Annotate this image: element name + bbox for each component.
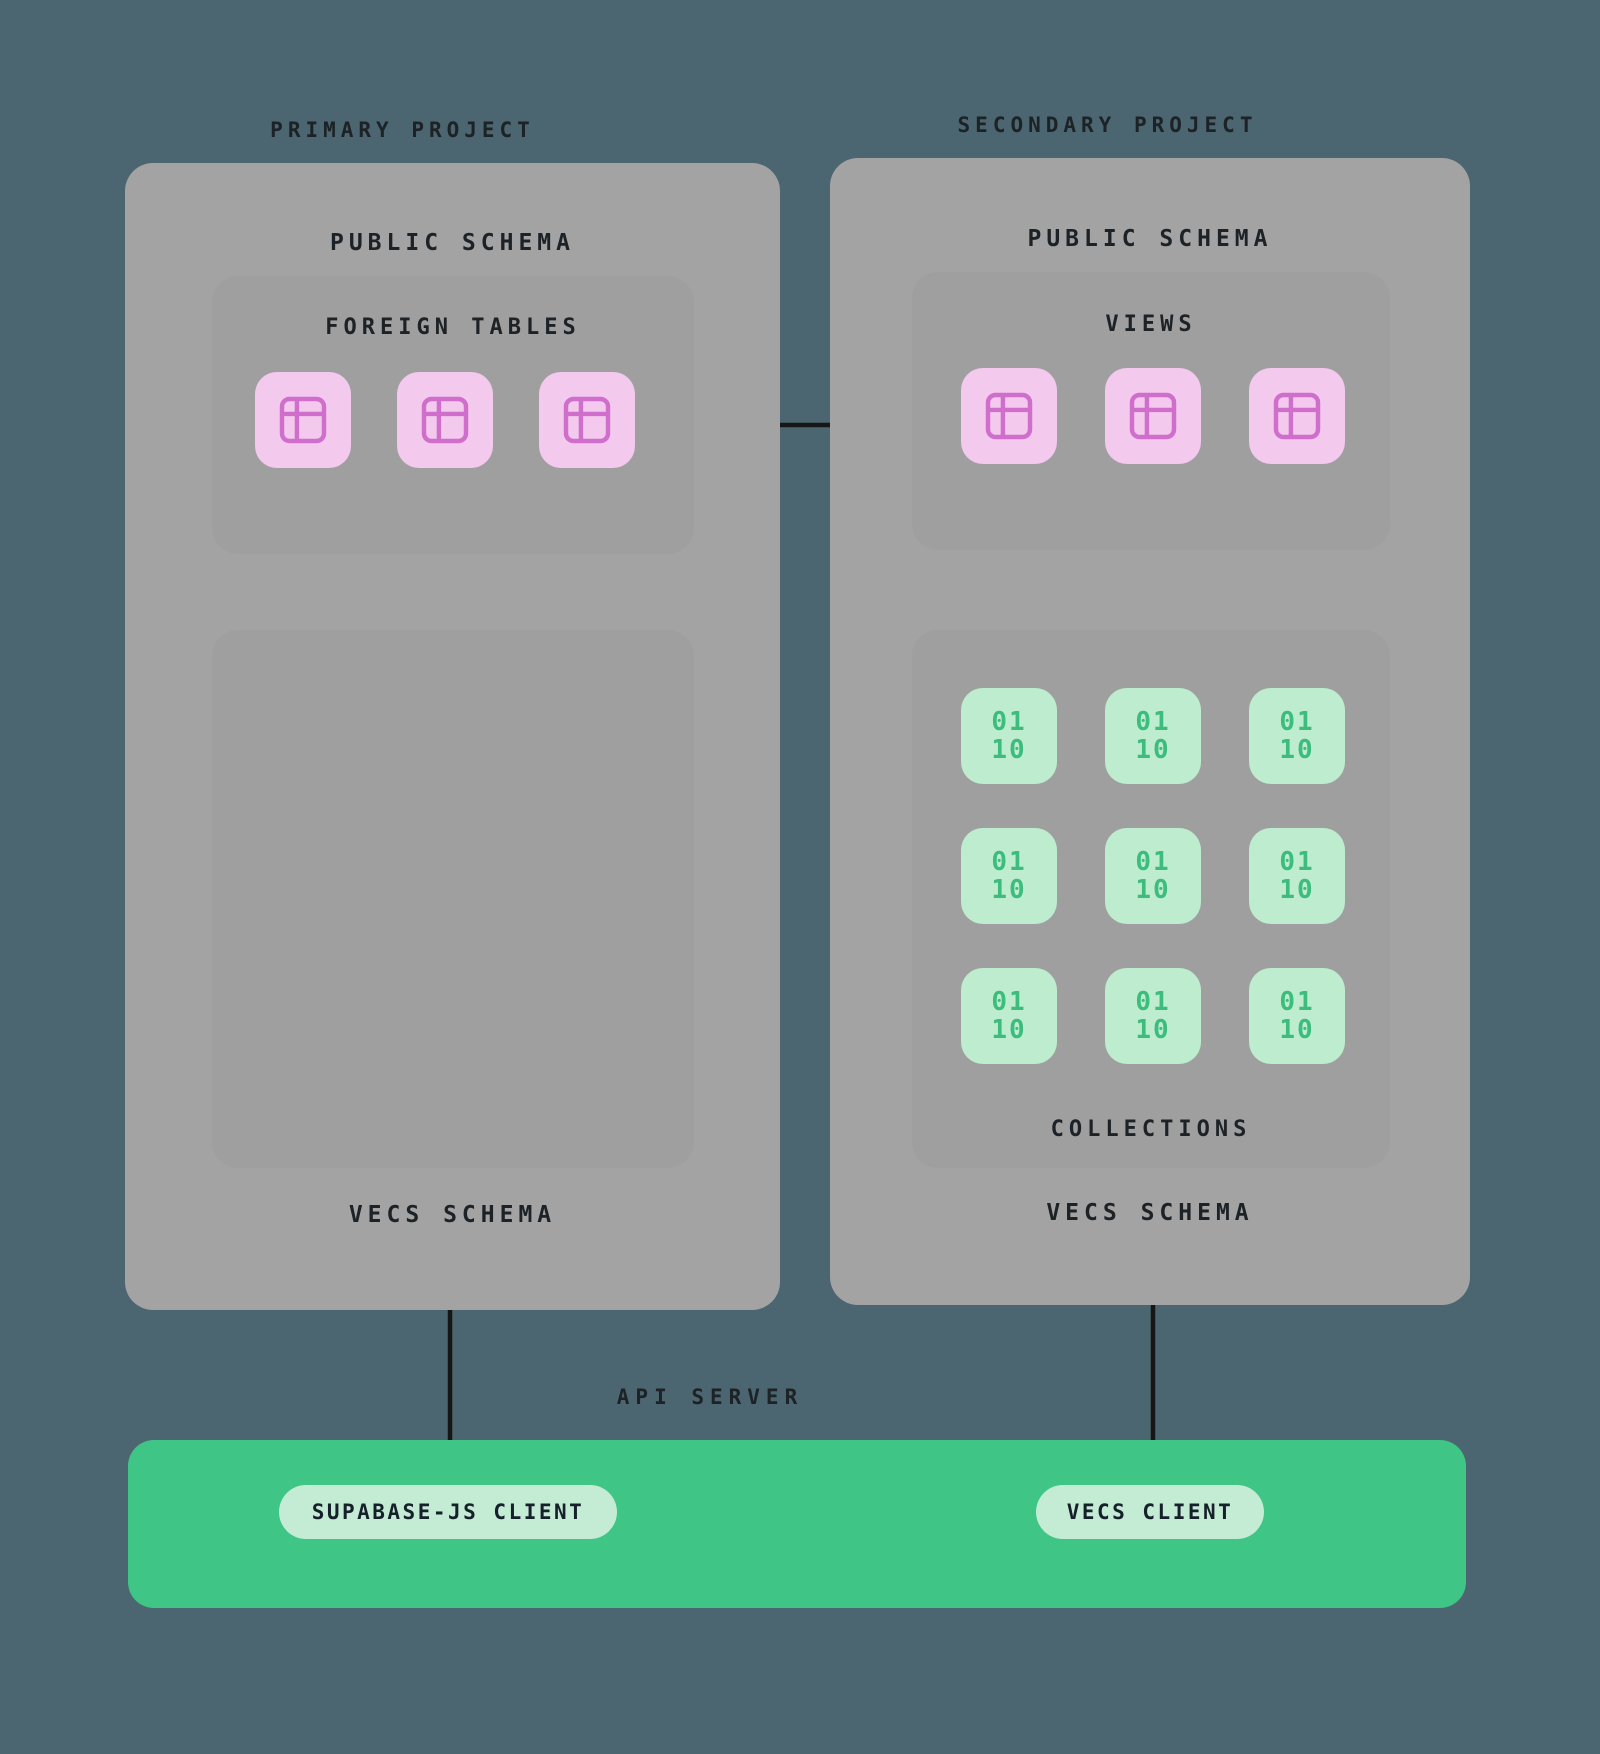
primary-project-title: PRIMARY PROJECT <box>270 118 535 142</box>
collection-tile-1[interactable]: 01 10 <box>961 688 1057 784</box>
collection-bits-bottom: 10 <box>991 735 1027 765</box>
collection-tile-9[interactable]: 01 10 <box>1249 968 1345 1064</box>
collection-tile-3[interactable]: 01 10 <box>1249 688 1345 784</box>
collection-tile-2[interactable]: 01 10 <box>1105 688 1201 784</box>
secondary-group-label: VIEWS <box>1105 312 1197 337</box>
collection-bits-bottom: 10 <box>991 875 1027 905</box>
primary-vecs-schema-label: VECS SCHEMA <box>348 1202 557 1228</box>
collection-bits-top: 01 <box>1135 986 1171 1017</box>
collection-bits-bottom: 10 <box>1135 875 1171 905</box>
collection-bits-top: 01 <box>1279 986 1315 1017</box>
vecs-client-pill[interactable]: VECS CLIENT <box>1036 1485 1264 1539</box>
collection-tile-6[interactable]: 01 10 <box>1249 828 1345 924</box>
collection-bits-top: 01 <box>1135 846 1171 877</box>
primary-foreign-table-2[interactable] <box>397 372 493 468</box>
api-server-label: API SERVER <box>616 1385 804 1409</box>
secondary-public-schema-label: PUBLIC SCHEMA <box>1027 226 1273 252</box>
collection-bits-top: 01 <box>991 706 1027 737</box>
table-icon <box>563 396 611 444</box>
secondary-view-3[interactable] <box>1249 368 1345 464</box>
collection-bits-bottom: 10 <box>1279 735 1315 765</box>
secondary-view-2[interactable] <box>1105 368 1201 464</box>
secondary-project-title: SECONDARY PROJECT <box>957 113 1258 137</box>
collection-bits-top: 01 <box>1135 706 1171 737</box>
table-icon <box>985 392 1033 440</box>
collection-bits-bottom: 10 <box>1135 735 1171 765</box>
collection-tile-4[interactable]: 01 10 <box>961 828 1057 924</box>
vecs-client-label: VECS CLIENT <box>1066 1500 1234 1524</box>
collection-tile-5[interactable]: 01 10 <box>1105 828 1201 924</box>
collection-bits-top: 01 <box>1279 706 1315 737</box>
collection-tile-8[interactable]: 01 10 <box>1105 968 1201 1064</box>
collection-bits-bottom: 10 <box>1279 875 1315 905</box>
secondary-vecs-schema-label: VECS SCHEMA <box>1046 1200 1254 1226</box>
collection-bits-top: 01 <box>1279 846 1315 877</box>
table-icon <box>1129 392 1177 440</box>
table-icon <box>1273 392 1321 440</box>
collection-tile-7[interactable]: 01 10 <box>961 968 1057 1064</box>
collection-bits-top: 01 <box>991 986 1027 1017</box>
secondary-view-1[interactable] <box>961 368 1057 464</box>
primary-foreign-table-3[interactable] <box>539 372 635 468</box>
primary-public-schema-label: PUBLIC SCHEMA <box>329 230 575 256</box>
collections-label: COLLECTIONS <box>1050 1117 1252 1142</box>
collection-bits-top: 01 <box>991 846 1027 877</box>
collection-bits-bottom: 10 <box>1135 1015 1171 1045</box>
primary-vecs-schema-box <box>212 630 694 1168</box>
table-icon <box>421 396 469 444</box>
primary-group-label: FOREIGN TABLES <box>325 315 581 340</box>
primary-foreign-table-1[interactable] <box>255 372 351 468</box>
collection-bits-bottom: 10 <box>1279 1015 1315 1045</box>
supabase-js-client-pill[interactable]: SUPABASE-JS CLIENT <box>279 1485 617 1539</box>
supabase-js-client-label: SUPABASE-JS CLIENT <box>311 1500 585 1524</box>
table-icon <box>279 396 327 444</box>
collection-bits-bottom: 10 <box>991 1015 1027 1045</box>
